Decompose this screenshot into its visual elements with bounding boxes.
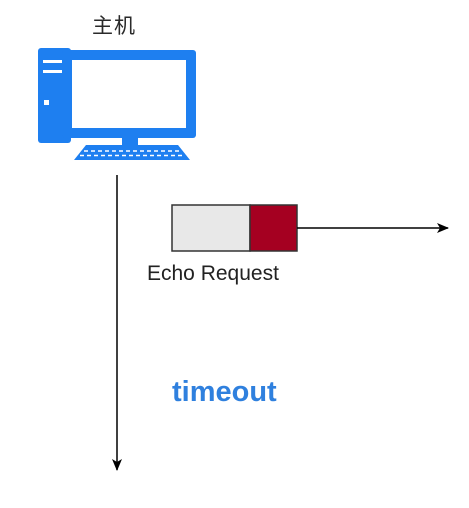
packet-tail [249,204,298,252]
packet-body [171,204,251,252]
desktop-computer-icon [38,48,196,160]
echo-request-packet [171,204,298,252]
echo-request-label: Echo Request [147,262,279,285]
tower-power-light [44,100,49,105]
monitor-stand [122,138,138,147]
computer-keyboard [74,145,190,160]
tower-drive-slot [43,70,66,73]
monitor-screen [72,60,186,128]
host-label: 主机 [92,14,136,38]
tower-drive-slot [43,60,66,63]
timeout-label: timeout [172,376,277,408]
